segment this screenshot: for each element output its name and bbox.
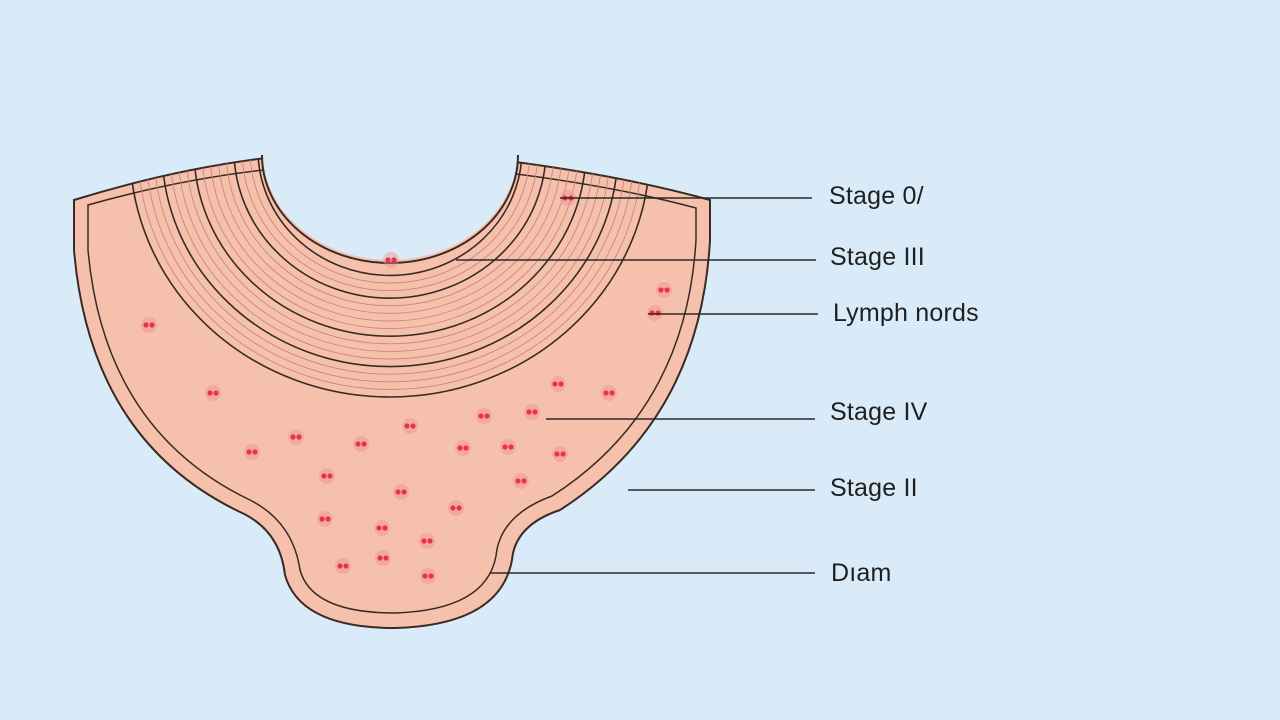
lumen-opening: [262, 150, 518, 260]
cell-dot: [420, 568, 436, 584]
label-diam: Dıam: [831, 559, 892, 587]
layer-arc: [201, 151, 579, 330]
tissue-layer-arcs: [129, 151, 651, 398]
cell-dot: [141, 317, 157, 333]
cell-dot: [647, 305, 663, 321]
label-stage-0: Stage 0/: [829, 182, 924, 210]
cell-dot: [656, 282, 672, 298]
layer-arc: [217, 151, 563, 314]
label-stage-ii: Stage II: [830, 474, 918, 502]
cell-dot: [601, 385, 617, 401]
cell-dot: [448, 500, 464, 516]
cell-dot: [288, 429, 304, 445]
layer-arc: [137, 151, 643, 390]
layer-arc: [177, 151, 603, 352]
cell-dot: [393, 484, 409, 500]
cell-dot: [374, 520, 390, 536]
layer-arc: [249, 151, 531, 284]
cell-dot: [335, 558, 351, 574]
cell-dot: [552, 446, 568, 462]
layer-arc: [193, 151, 587, 337]
layer-arc: [153, 151, 627, 375]
label-leader-lines: [456, 197, 818, 574]
cell-dot: [476, 408, 492, 424]
layer-arc: [209, 151, 571, 322]
cell-dot: [455, 440, 471, 456]
cell-dot: [550, 376, 566, 392]
cell-dot: [244, 444, 260, 460]
cell-dot: [353, 436, 369, 452]
layer-arc: [129, 151, 651, 398]
layer-arc: [225, 151, 555, 307]
lumen-edge: [261, 154, 519, 264]
cell-dot: [402, 418, 418, 434]
label-lymph-nodes: Lymph nords: [833, 299, 979, 327]
layer-arc: [233, 151, 547, 299]
cell-dot: [513, 473, 529, 489]
cell-dot: [317, 511, 333, 527]
tumor-cell-dots: [141, 190, 672, 584]
layer-arc: [145, 151, 635, 383]
layer-arc: [161, 151, 619, 368]
layer-arc: [241, 151, 539, 292]
cell-dot: [500, 439, 516, 455]
label-stage-iv: Stage IV: [830, 398, 928, 426]
cell-dot: [319, 468, 335, 484]
cell-dot: [375, 550, 391, 566]
cell-dot: [419, 533, 435, 549]
cell-dot: [205, 385, 221, 401]
layer-arc: [185, 151, 595, 345]
cell-dot: [524, 404, 540, 420]
cell-dot: [383, 252, 399, 268]
layer-arc: [257, 151, 523, 277]
layer-arc: [169, 151, 611, 360]
label-stage-iii: Stage III: [830, 243, 925, 271]
